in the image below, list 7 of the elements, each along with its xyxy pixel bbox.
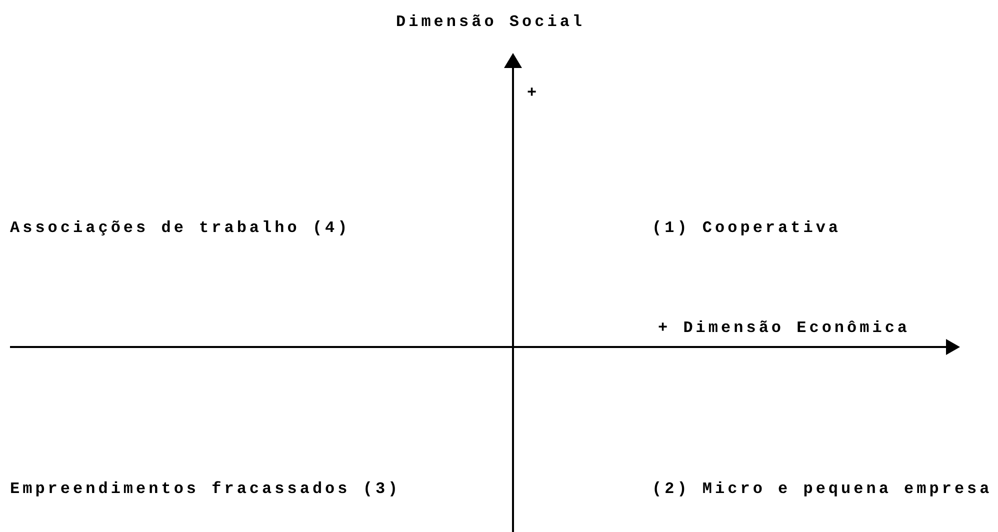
quadrant-label: Empreendimentos fracassados (3) (10, 479, 401, 499)
quadrant-label: (1) Cooperativa (652, 218, 842, 238)
axis-title: Dimensão Social (396, 12, 586, 32)
plus-sign: + (527, 83, 540, 103)
axis-title: + Dimensão Econômica (658, 318, 910, 338)
quadrant-label: Associações de trabalho (4) (10, 218, 350, 238)
quadrant-label: (2) Micro e pequena empresa (652, 479, 992, 499)
